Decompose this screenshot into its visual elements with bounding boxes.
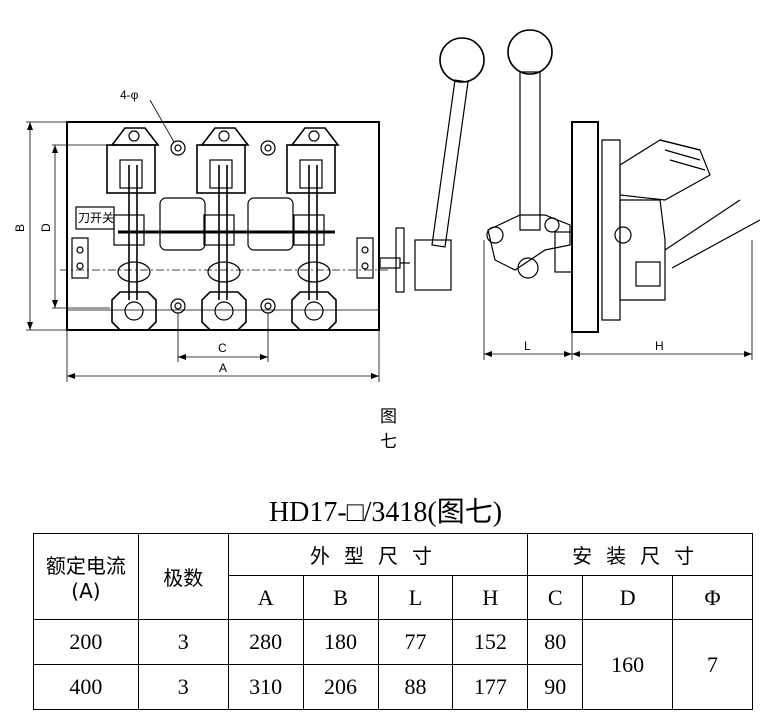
cell-b: 206 <box>302 664 379 710</box>
header-col-b: B <box>302 575 379 620</box>
header-mounting-dimensions: 安装尺寸 <box>527 533 753 576</box>
mounting-hole <box>170 140 186 156</box>
cell-l: 88 <box>377 664 454 710</box>
header-poles: 极数 <box>137 533 229 620</box>
cell-h: 177 <box>452 664 529 710</box>
mounting-hole <box>260 298 276 314</box>
dim-h-label: H <box>655 339 664 353</box>
cell-poles: 3 <box>137 664 229 710</box>
dim-l-label: L <box>524 339 531 353</box>
header-outline-dimensions: 外型尺寸 <box>227 533 529 576</box>
spec-table: 额定电流(A) 极数 外型尺寸 安装尺寸 A B L H C D Φ 200 3… <box>33 533 753 710</box>
dim-b-label: B <box>13 224 27 232</box>
fuse-holder <box>196 127 250 194</box>
nameplate-label: 刀开关 <box>78 211 114 225</box>
table-row: 400 3 310 206 88 177 90 <box>33 664 753 710</box>
dim-c-label: C <box>218 341 227 355</box>
cell-phi: 7 <box>672 619 753 710</box>
cell-h: 152 <box>452 619 529 665</box>
terminal <box>111 291 157 331</box>
mounting-hole <box>260 140 276 156</box>
cell-poles: 3 <box>137 619 229 665</box>
header-col-c: C <box>527 575 584 620</box>
header-col-phi: Φ <box>672 575 753 620</box>
dim-d-label: D <box>39 223 53 232</box>
cell-current: 400 <box>33 664 139 710</box>
terminal <box>291 291 337 331</box>
mounting-hole <box>170 298 186 314</box>
technical-drawing: 4-φ 刀开关 B D C A L H <box>13 29 761 382</box>
cell-current: 200 <box>33 619 139 665</box>
header-col-h: H <box>452 575 529 620</box>
table-row: 200 3 280 180 77 152 80 160 7 <box>33 619 753 710</box>
cell-c: 80 <box>527 619 584 665</box>
dim-a-label: A <box>219 361 227 375</box>
cell-b: 180 <box>302 619 379 665</box>
figure-caption: 图 七 <box>380 407 417 452</box>
cell-a: 280 <box>227 619 304 665</box>
header-col-l: L <box>377 575 454 620</box>
terminal <box>201 291 247 331</box>
hole-label: 4-φ <box>120 88 139 102</box>
table-title: HD17-□/3418(图七) <box>268 497 503 528</box>
header-col-a: A <box>227 575 304 620</box>
fuse-holder <box>106 127 160 194</box>
operating-handle-front <box>395 37 485 293</box>
cell-a: 310 <box>227 664 304 710</box>
fuse-holder <box>286 127 340 194</box>
header-rated-current: 额定电流(A) <box>33 533 139 620</box>
cell-l: 77 <box>377 619 454 665</box>
header-col-d: D <box>582 575 674 620</box>
cell-d: 160 <box>582 619 674 710</box>
side-view <box>483 29 761 360</box>
cell-c: 90 <box>527 664 584 710</box>
front-view <box>26 99 410 382</box>
